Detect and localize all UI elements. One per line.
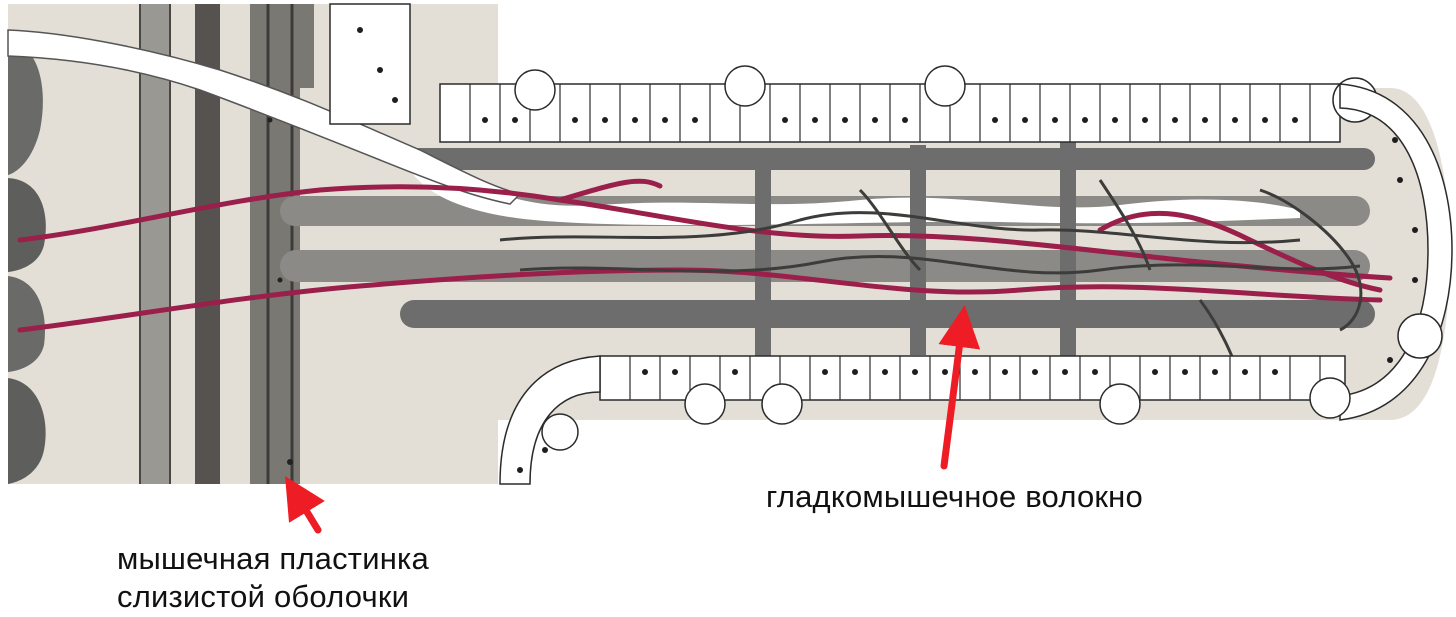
label-muscularis-mucosae: мышечная пластинка слизистой оболочки <box>117 540 429 616</box>
arrow-lamina <box>296 494 318 530</box>
label-muscularis-line1: мышечная пластинка <box>117 540 429 578</box>
label-smooth-muscle-fiber: гладкомышечное волокно <box>766 478 1143 516</box>
label-muscularis-line2: слизистой оболочки <box>117 578 429 616</box>
